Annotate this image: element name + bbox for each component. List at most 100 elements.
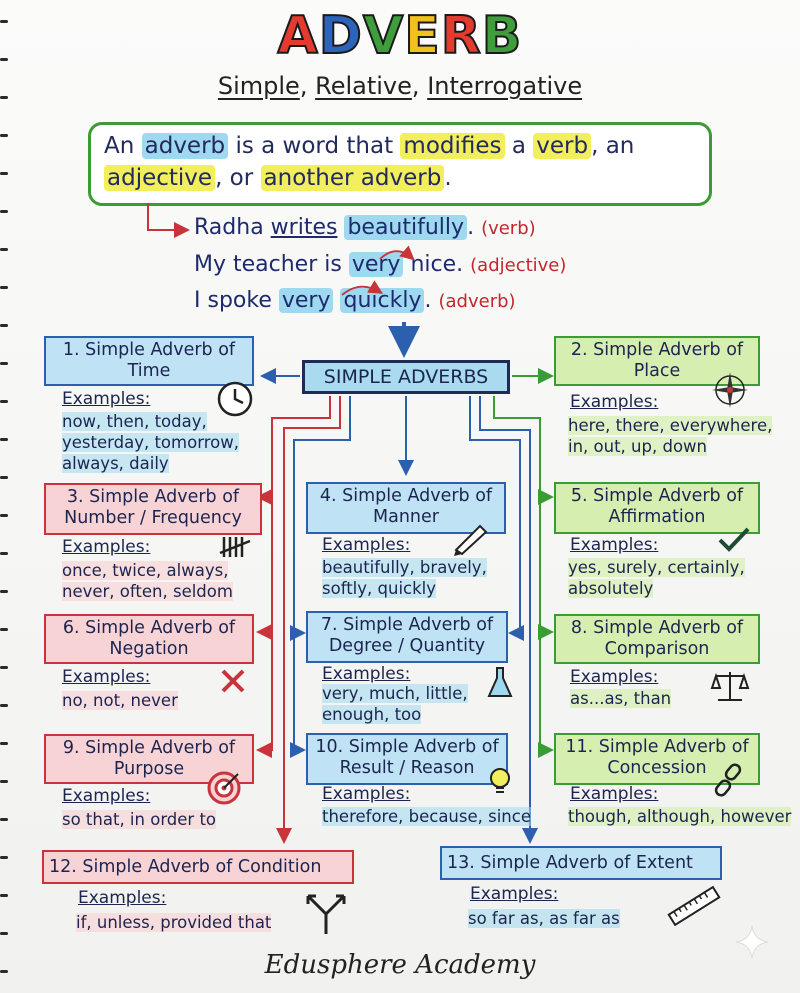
- examples-heading: Examples:: [570, 392, 659, 412]
- example-sentence-adjective: My teacher is very nice. (adjective): [194, 252, 567, 277]
- category-comparison-title: 8. Simple Adverb of Comparison: [554, 614, 760, 664]
- binding-mark: [0, 400, 8, 403]
- pen-hand-icon: [454, 524, 488, 556]
- highlight-another-adverb: another adverb: [260, 165, 445, 191]
- example-tag: (adverb): [438, 291, 516, 312]
- definition-text: An adverb is a word that modifies a verb…: [104, 133, 635, 191]
- compass-icon: [712, 372, 748, 408]
- example-tag: (verb): [481, 218, 536, 239]
- examples-heading: Examples:: [322, 784, 411, 804]
- examples-heading: Examples:: [62, 786, 151, 806]
- subtitle-separator: ,: [299, 72, 308, 100]
- highlight-modifies: modifies: [400, 133, 505, 159]
- highlight-adverb: adverb: [141, 133, 229, 159]
- examples-heading: Examples:: [78, 888, 167, 908]
- category-degree-examples: very, much, little, enough, too: [322, 684, 468, 724]
- binding-mark: [0, 628, 8, 631]
- category-time-examples: now, then, today, yesterday, tomorrow, a…: [62, 412, 239, 473]
- binding-mark: [0, 666, 8, 669]
- examples-heading: Examples:: [570, 535, 659, 555]
- category-condition-examples: if, unless, provided that: [76, 913, 272, 932]
- category-extent-title: 13. Simple Adverb of Extent: [440, 846, 722, 880]
- binding-mark: [0, 476, 8, 479]
- category-result-title: 10. Simple Adverb of Result / Reason: [306, 733, 508, 785]
- category-place-title: 2. Simple Adverb of Place: [554, 336, 760, 386]
- title-letter: V: [362, 5, 405, 67]
- category-condition-title: 12. Simple Adverb of Condition: [42, 850, 354, 884]
- subtitle-simple: Simple: [217, 72, 300, 100]
- examples-heading: Examples:: [570, 784, 659, 804]
- examples-heading: Examples:: [62, 667, 151, 687]
- highlight-verb: verb: [533, 133, 592, 159]
- binding-mark: [0, 438, 8, 441]
- category-place-examples: here, there, everywhere, in, out, up, do…: [568, 416, 773, 456]
- examples-heading: Examples:: [322, 535, 411, 555]
- category-affirmation-title: 5. Simple Adverb of Affirmation: [554, 482, 760, 534]
- binding-mark: [0, 248, 8, 251]
- category-manner-title: 4. Simple Adverb of Manner: [306, 482, 506, 534]
- page-title: ADVERB: [0, 5, 800, 67]
- binding-mark: [0, 362, 8, 365]
- title-letter: R: [440, 5, 482, 67]
- example-sentence-verb: Radha writes beautifully. (verb): [194, 215, 536, 240]
- cross-icon: [221, 669, 245, 693]
- check-icon: [718, 527, 750, 552]
- fork-icon: [306, 894, 346, 934]
- binding-mark: [0, 970, 8, 973]
- examples-heading: Examples:: [62, 537, 151, 557]
- scales-icon: [710, 672, 750, 701]
- binding-mark: [0, 590, 8, 593]
- binding-mark: [0, 210, 8, 213]
- category-concession-examples: though, although, however: [568, 807, 792, 826]
- binding-mark: [0, 20, 8, 23]
- examples-heading: Examples:: [322, 664, 411, 684]
- footer-brand: Edusphere Academy: [264, 950, 536, 980]
- category-negation-examples: no, not, never: [62, 691, 178, 710]
- title-letter: B: [481, 5, 523, 67]
- ruler-icon: [667, 885, 721, 927]
- binding-mark: [0, 552, 8, 555]
- highlight-adjective: adjective: [104, 165, 216, 191]
- tally-icon: [219, 537, 251, 557]
- example-sentence-adverb: I spoke very quickly. (adverb): [194, 288, 516, 313]
- category-degree-title: 7. Simple Adverb of Degree / Quantity: [306, 611, 508, 663]
- category-manner-examples: beautifully, bravely, softly, quickly: [322, 558, 487, 598]
- binding-mark: [0, 780, 8, 783]
- binding-mark: [0, 856, 8, 859]
- category-purpose-examples: so that, in order to: [62, 810, 217, 829]
- subtitle-separator: ,: [411, 72, 420, 100]
- binding-mark: [0, 286, 8, 289]
- category-comparison-examples: as...as, than: [570, 689, 672, 708]
- binding-mark: [0, 514, 8, 517]
- binding-mark: [0, 96, 8, 99]
- examples-heading: Examples:: [470, 884, 559, 904]
- example-tag: (adjective): [470, 255, 567, 276]
- binding-mark: [0, 134, 8, 137]
- category-negation-title: 6. Simple Adverb of Negation: [44, 614, 254, 664]
- category-frequency-examples: once, twice, always, never, often, seldo…: [62, 561, 233, 601]
- binding-mark: [0, 932, 8, 935]
- binding-mark: [0, 58, 8, 61]
- category-result-examples: therefore, because, since: [322, 807, 531, 826]
- title-letter: E: [403, 5, 441, 67]
- sparkle-icon: [735, 925, 769, 959]
- subtitle-interrogative: Interrogative: [427, 72, 583, 100]
- category-concession-title: 11. Simple Adverb of Concession: [554, 733, 760, 785]
- category-extent-examples: so far as, as far as: [468, 909, 620, 928]
- examples-heading: Examples:: [570, 667, 659, 687]
- title-letter: D: [318, 5, 363, 67]
- category-frequency-title: 3. Simple Adverb of Number / Frequency: [44, 483, 262, 535]
- category-affirmation-examples: yes, surely, certainly, absolutely: [568, 558, 745, 598]
- binding-mark: [0, 894, 8, 897]
- target-icon: [207, 771, 241, 805]
- clock-icon: [217, 381, 253, 417]
- binding-mark: [0, 742, 8, 745]
- bulb-icon: [490, 768, 510, 793]
- examples-heading: Examples:: [62, 389, 151, 409]
- binding-mark: [0, 704, 8, 707]
- subtitle-relative: Relative: [315, 72, 412, 100]
- title-letter: A: [277, 5, 319, 67]
- flask-icon: [487, 667, 513, 697]
